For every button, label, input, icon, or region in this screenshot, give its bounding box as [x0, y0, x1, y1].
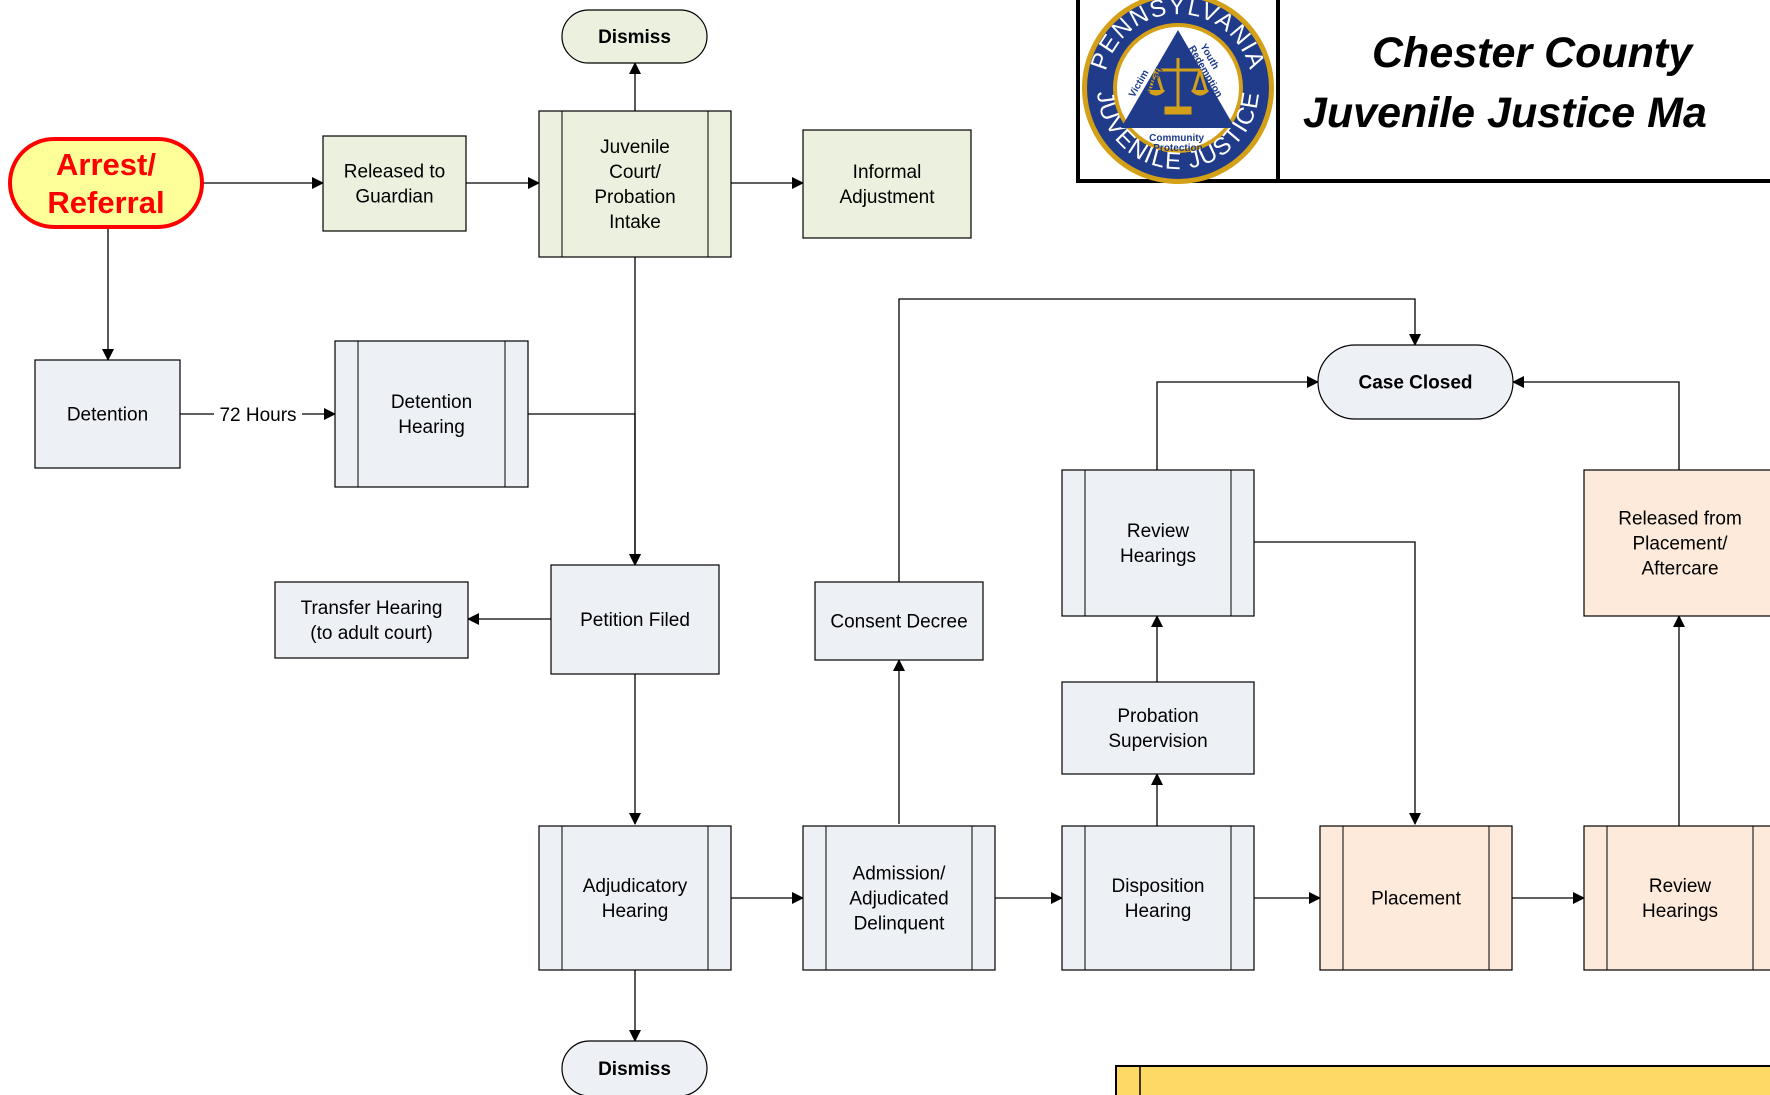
node-case-closed: Case Closed — [1317, 344, 1514, 420]
node-label: Dismiss — [598, 27, 671, 48]
page-title-line2: Juvenile Justice Ma — [1303, 89, 1707, 137]
note-box-frame — [1115, 1065, 1770, 1095]
hours-label-bg — [214, 402, 302, 426]
edge-released-caseclosed — [1512, 376, 1680, 470]
node-label: Case Closed — [1358, 373, 1472, 394]
node-dismiss-bottom: Dismiss — [561, 1040, 708, 1095]
pa-juvenile-justice-seal-icon: PENNSYLVANIA JUVENILE JUSTICE Victim Re — [1082, 0, 1274, 184]
node-label: Arrest/Referral — [47, 147, 164, 220]
node-label: Transfer Hearing(to adult court) — [301, 598, 443, 644]
node-petition: Petition Filed — [550, 564, 720, 675]
node-consent: Consent Decree — [814, 581, 984, 661]
node-label: Placement — [1371, 889, 1461, 910]
node-placement: Placement — [1319, 825, 1513, 971]
node-detention: Detention — [34, 359, 181, 469]
edge-consent-caseclosed — [898, 298, 1421, 582]
node-label: Dismiss — [598, 1059, 671, 1080]
node-label: Petition Filed — [580, 610, 690, 631]
connectors — [102, 62, 1685, 1042]
node-dismiss-top: Dismiss — [561, 9, 708, 64]
edge-dethearing-merge — [528, 413, 641, 566]
header: Chester County Juvenile Justice Ma PENNS… — [1076, 0, 1770, 184]
edge-review-placement — [1254, 541, 1421, 825]
note-box — [1115, 1065, 1770, 1095]
edge-review-caseclosed — [1156, 376, 1319, 470]
node-label: Consent Decree — [830, 612, 967, 633]
edge-label-72-hours: 72 Hours — [219, 405, 296, 426]
scales-of-justice-icon — [1146, 58, 1210, 115]
node-arrest: Arrest/Referral — [8, 137, 204, 229]
page-title-line1: Chester County — [1372, 29, 1694, 77]
seal-bottom-text: Community Protection — [1149, 133, 1207, 154]
node-label: Detention — [67, 405, 148, 426]
node-transfer: Transfer Hearing(to adult court) — [274, 581, 469, 659]
